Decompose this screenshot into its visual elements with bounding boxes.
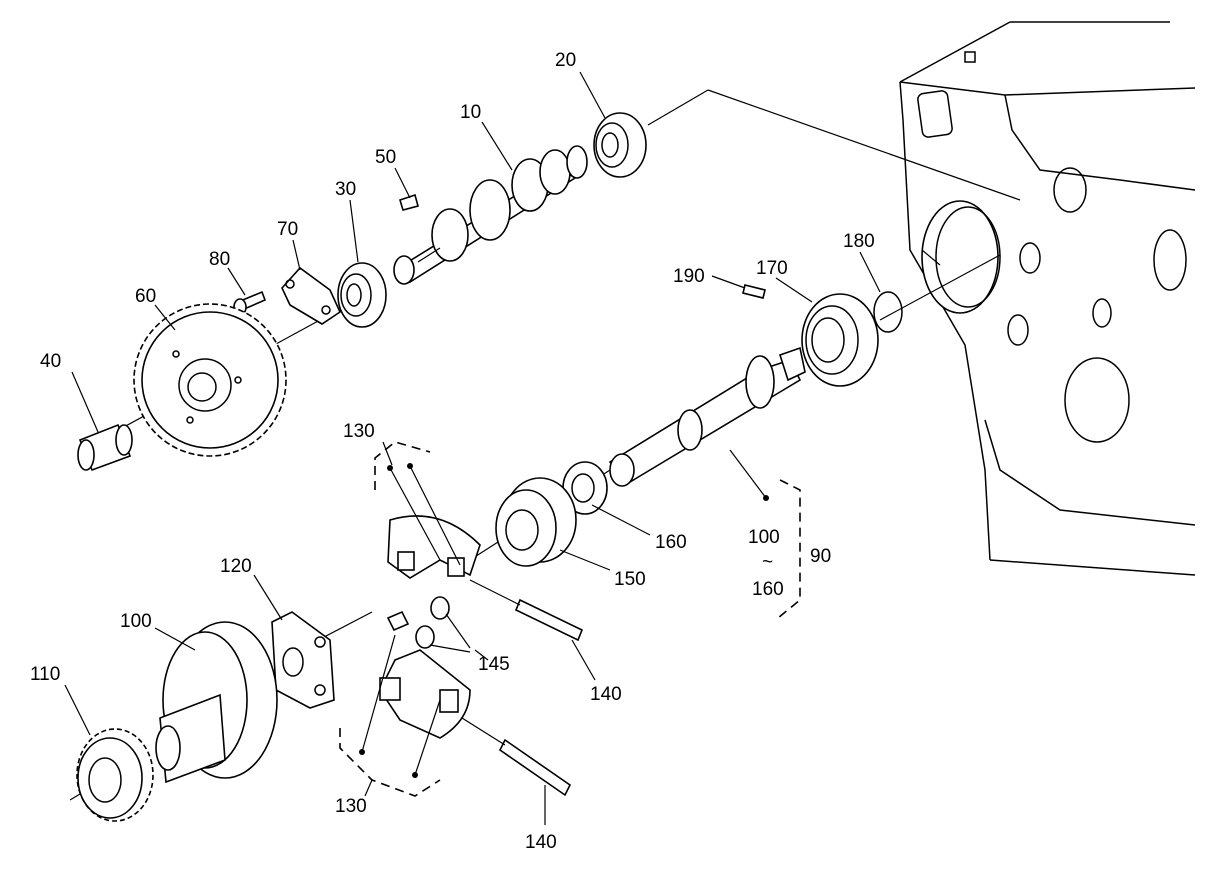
- circlip-180: [873, 291, 903, 333]
- label-130-bottom: 130: [335, 796, 367, 817]
- label-180: 180: [843, 231, 875, 252]
- group-bracket-90: [729, 449, 801, 619]
- pin-140-lower: [461, 717, 572, 797]
- label-100-range-tilde: ~: [762, 552, 773, 573]
- part-labels: 20 10 50 30 70 80 60 40 190 170 180 130 …: [30, 50, 875, 853]
- label-160: 160: [655, 532, 687, 553]
- bushing-40: [77, 423, 133, 472]
- label-145: 145: [478, 654, 510, 675]
- screw-190: [742, 284, 766, 299]
- sleeve-150: [495, 477, 577, 567]
- cam-gear-60: [133, 303, 287, 457]
- leader-lines: [64, 71, 881, 825]
- label-110: 110: [30, 664, 60, 685]
- small-gear-110: [76, 728, 154, 822]
- label-30: 30: [335, 179, 356, 200]
- governor-weight-130-upper: [387, 463, 481, 579]
- label-140-bottom: 140: [525, 832, 557, 853]
- label-100: 100: [120, 611, 152, 632]
- group-bracket-130-lower: [339, 728, 441, 797]
- gear-drum-100: [155, 621, 278, 784]
- pin-140-upper: [469, 579, 584, 642]
- washer-160: [562, 461, 608, 515]
- label-90: 90: [810, 546, 831, 567]
- bearing-170: [801, 293, 879, 387]
- label-40: 40: [40, 351, 61, 372]
- label-10: 10: [460, 102, 481, 123]
- screws-145: [386, 596, 471, 653]
- label-100-range-start: 100: [748, 527, 780, 548]
- label-150: 150: [614, 569, 646, 590]
- label-170: 170: [756, 258, 788, 279]
- bracket-120: [271, 611, 335, 709]
- governor-shaft: [608, 346, 806, 487]
- camshaft: [393, 145, 588, 285]
- label-120: 120: [220, 556, 252, 577]
- label-100-range-end: 160: [752, 579, 784, 600]
- governor-weight-130-lower: [359, 634, 471, 778]
- engine-block: [899, 21, 1196, 576]
- label-50: 50: [375, 147, 396, 168]
- bearing-30: [337, 262, 387, 328]
- bearing-20: [593, 112, 647, 178]
- plate-70: [281, 266, 342, 325]
- label-80: 80: [209, 249, 230, 270]
- label-140-top: 140: [590, 684, 622, 705]
- label-190: 190: [673, 266, 705, 287]
- label-20: 20: [555, 50, 576, 71]
- label-60: 60: [135, 286, 156, 307]
- label-70: 70: [277, 219, 298, 240]
- group-bracket-130-upper: [374, 441, 431, 490]
- label-130-top: 130: [343, 421, 375, 442]
